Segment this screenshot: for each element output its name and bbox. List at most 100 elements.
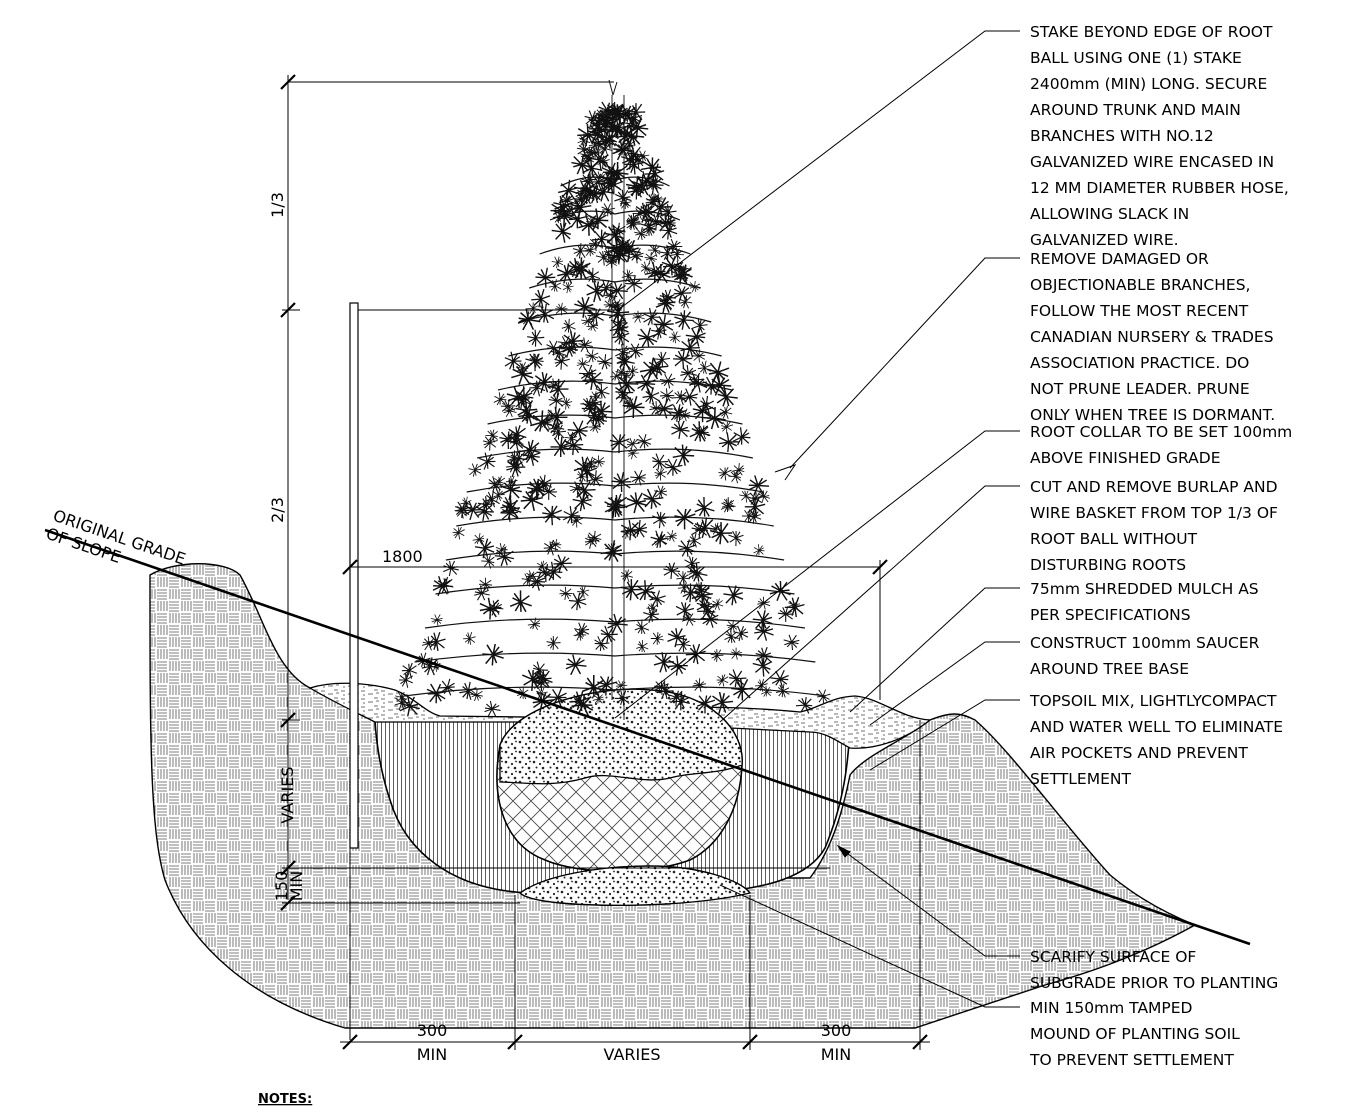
needle-tuft [677, 293, 694, 311]
needle-tuft [483, 472, 507, 496]
needle-tuft [666, 654, 690, 677]
needle-tuft [557, 394, 575, 412]
needle-tuft [560, 650, 591, 680]
dim-left-300: 300 [417, 1021, 448, 1040]
needle-tuft [610, 471, 633, 494]
tree-branch [487, 414, 616, 425]
tree-branch [435, 584, 616, 595]
needle-tuft [598, 200, 618, 220]
tree-branch [445, 550, 616, 561]
tree-branch [549, 210, 616, 221]
dimension-lines [282, 75, 930, 1050]
needle-tuft [427, 571, 457, 601]
needle-tuft [715, 463, 735, 483]
tree-branch [614, 482, 764, 493]
needle-tuft [673, 309, 695, 331]
needle-tuft [662, 561, 682, 581]
needle-tuft [449, 523, 468, 542]
tree-branch [497, 380, 616, 391]
needle-tuft [718, 494, 739, 515]
needle-tuft [647, 528, 671, 551]
needle-tuft [648, 507, 673, 532]
needle-tuft [623, 212, 643, 232]
needle-tuft [781, 631, 803, 653]
tree-branch [614, 448, 753, 459]
tree-branch [614, 346, 722, 357]
dim-two-thirds: 2/3 [268, 497, 287, 523]
needle-tuft [725, 526, 748, 549]
needle-tuft [470, 530, 488, 549]
needle-tuft [570, 489, 595, 514]
needle-tuft [581, 265, 604, 287]
root-ball [496, 688, 743, 872]
callout-root-collar: ROOT COLLAR TO BE SET 100mm ABOVE FINISH… [1030, 423, 1297, 467]
needle-tuft [662, 527, 681, 546]
dim-varies-vertical: VARIES [278, 767, 297, 824]
needle-tuft [525, 614, 544, 634]
tree-branch [614, 414, 743, 425]
tree-branch [456, 516, 616, 527]
callout-mulch: 75mm SHREDDED MULCH AS PER SPECIFICATION… [1030, 580, 1264, 624]
needle-tuft [709, 648, 725, 663]
needle-tuft [664, 624, 691, 651]
needle-tuft [633, 637, 651, 656]
needle-tuft [624, 445, 642, 462]
tree-branch [614, 686, 826, 697]
needle-tuft [451, 501, 472, 522]
needle-tuft [618, 517, 643, 543]
needle-tuft [618, 567, 636, 584]
tree-branch [518, 312, 616, 323]
callout-topsoil: TOPSOIL MIX, LIGHTLYCOMPACT AND WATER WE… [1029, 692, 1288, 788]
needle-tuft [627, 466, 650, 489]
tree-branch [424, 618, 616, 629]
callout-branches: REMOVE DAMAGED OR OBJECTIONABLE BRANCHES… [1030, 250, 1279, 424]
tree-branch [529, 278, 616, 289]
tree-branch [614, 584, 795, 595]
tree-branch [614, 652, 816, 663]
notes-title: NOTES: [258, 1092, 312, 1107]
tree-branch [614, 176, 670, 187]
dim-150: 150 [272, 871, 291, 902]
needle-tuft [717, 403, 735, 421]
needle-tuft [777, 605, 795, 623]
needle-tuft [547, 216, 578, 248]
callout-burlap: CUT AND REMOVE BURLAP AND WIRE BASKET FR… [1030, 478, 1283, 574]
needle-tuft [751, 608, 775, 632]
tree-branch [466, 482, 616, 493]
needle-tuft [674, 569, 692, 587]
needle-tuft [667, 329, 683, 345]
tree-branch [508, 346, 616, 357]
needle-tuft [472, 536, 497, 561]
needle-tuft [574, 334, 596, 356]
tree-branch [614, 244, 691, 255]
callout-texts: STAKE BEYOND EDGE OF ROOT BALL USING ONE… [1029, 23, 1297, 1069]
tamped-soil-mound [518, 865, 752, 907]
needle-tuft [709, 596, 726, 612]
dim-bottom-varies: VARIES [604, 1045, 661, 1064]
leader-lines [614, 30, 1020, 1008]
callout-scarify: SCARIFY SURFACE OF SUBGRADE PRIOR TO PLA… [1030, 948, 1278, 992]
tree-branch [614, 516, 774, 527]
needle-tuft [605, 497, 627, 519]
needle-tuft [558, 585, 574, 601]
needle-tuft [540, 537, 561, 558]
tree-branch [614, 210, 681, 221]
tree-branch [614, 550, 785, 561]
dim-one-third: 1/3 [268, 192, 287, 218]
needle-tuft [670, 261, 697, 287]
needle-tuft [645, 587, 669, 611]
tree-branch [614, 380, 733, 391]
needle-tuft [671, 348, 694, 371]
tree-branch [560, 176, 616, 187]
tree-branch [614, 312, 712, 323]
needle-tuft [531, 300, 559, 328]
needle-tuft [634, 431, 654, 452]
needle-tuft [650, 631, 665, 646]
dim-right-300: 300 [821, 1021, 852, 1040]
needle-tuft [466, 461, 484, 479]
needle-tuft [504, 586, 537, 619]
callout-stake: STAKE BEYOND EDGE OF ROOT BALL USING ONE… [1030, 23, 1294, 249]
needle-tuft [786, 597, 802, 613]
needle-tuft [713, 671, 732, 689]
